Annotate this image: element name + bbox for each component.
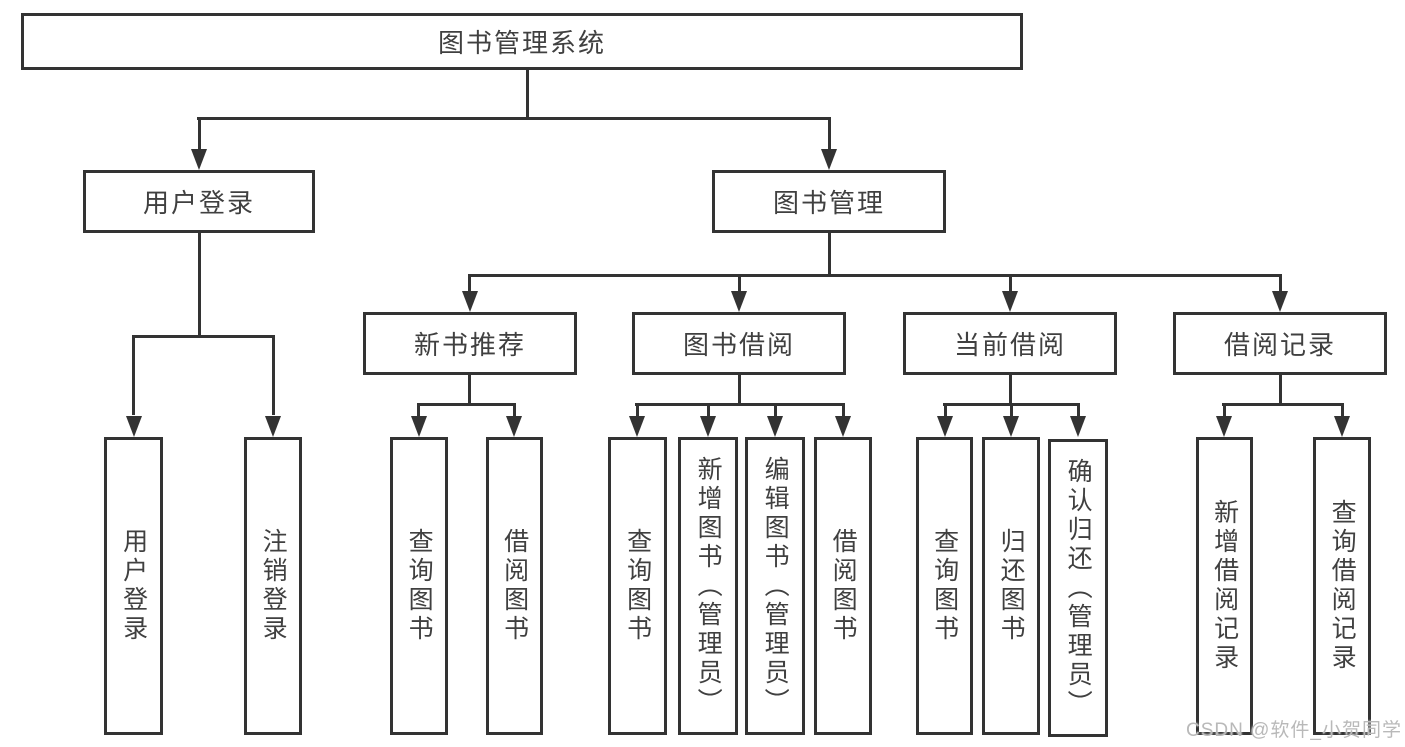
connector-br-query-drop: [1341, 403, 1344, 417]
connector-borrow-records-stem: [1279, 375, 1282, 404]
leaf-bb-add-book: 新增图书（管理员）: [678, 437, 738, 735]
arrowhead-rec-query: [411, 416, 427, 437]
node-book-borrow: 图书借阅: [632, 312, 846, 375]
node-root-label: 图书管理系统: [437, 28, 606, 58]
connector-new-book-rec-drop: [468, 274, 471, 292]
leaf-cb-confirm-return: 确认归还（管理员）: [1048, 439, 1108, 737]
connector-new-book-rec-stem: [468, 375, 471, 404]
leaf-bb-edit-book: 编辑图书（管理员）: [745, 437, 805, 735]
arrowhead-book-borrow: [731, 291, 747, 312]
leaf-rec-borrow-book-label: 借阅图书: [500, 528, 529, 644]
leaf-cb-query-book: 查询图书: [916, 437, 973, 735]
connector-book-borrow-drop: [738, 274, 741, 292]
connector-current-borrow-stem: [1009, 375, 1012, 404]
csdn-watermark: CSDN @软件_小贺同学: [1186, 720, 1402, 741]
leaf-rec-query-book: 查询图书: [390, 437, 448, 735]
node-root: 图书管理系统: [21, 13, 1023, 70]
connector-rec-query-drop: [417, 403, 420, 417]
leaf-logout: 注销登录: [244, 437, 302, 735]
arrowhead-leaf-user-login: [126, 416, 142, 437]
arrowhead-bb-add: [700, 416, 716, 437]
node-current-borrow: 当前借阅: [903, 312, 1117, 375]
connector-root-stem: [526, 70, 529, 118]
connector-level2-rail: [197, 117, 831, 120]
node-user-login-label: 用户登录: [142, 188, 255, 218]
leaf-br-query-record-label: 查询借阅记录: [1328, 499, 1357, 673]
connector-borrow-records-rail: [1222, 403, 1344, 406]
arrowhead-borrow-records: [1272, 291, 1288, 312]
arrowhead-cb-query: [937, 416, 953, 437]
connector-rec-borrow-drop: [513, 403, 516, 417]
arrowhead-br-add: [1216, 416, 1232, 437]
arrowhead-leaf-logout: [265, 416, 281, 437]
leaf-br-query-record: 查询借阅记录: [1313, 437, 1371, 735]
leaf-bb-borrow-book-label: 借阅图书: [829, 528, 858, 644]
connector-user-login-drop: [198, 118, 201, 150]
arrowhead-new-book-rec: [462, 291, 478, 312]
leaf-cb-query-book-label: 查询图书: [930, 528, 959, 644]
connector-cb-return-drop: [1010, 403, 1013, 417]
connector-bb-query-drop: [636, 403, 639, 417]
node-new-book-rec: 新书推荐: [363, 312, 577, 375]
node-book-mgmt: 图书管理: [712, 170, 946, 233]
connector-borrow-records-drop: [1279, 274, 1282, 292]
leaf-cb-return-book: 归还图书: [982, 437, 1040, 735]
node-current-borrow-label: 当前借阅: [953, 330, 1066, 360]
connector-br-add-drop: [1223, 403, 1226, 417]
leaf-user-login-label: 用户登录: [119, 528, 148, 644]
connector-user-login-rail: [132, 335, 275, 338]
arrowhead-bb-query: [629, 416, 645, 437]
connector-leaf-user-login-drop: [132, 335, 135, 415]
node-new-book-rec-label: 新书推荐: [413, 330, 526, 360]
arrowhead-cb-confirm: [1070, 416, 1086, 437]
leaf-bb-edit-book-label: 编辑图书（管理员）: [761, 455, 790, 717]
node-book-borrow-label: 图书借阅: [682, 330, 795, 360]
node-borrow-records: 借阅记录: [1173, 312, 1387, 375]
connector-current-borrow-drop: [1009, 274, 1012, 292]
connector-book-borrow-rail: [635, 403, 845, 406]
leaf-bb-add-book-label: 新增图书（管理员）: [694, 455, 723, 717]
connector-book-mgmt-drop: [828, 118, 831, 150]
leaf-rec-borrow-book: 借阅图书: [486, 437, 543, 735]
node-book-mgmt-label: 图书管理: [772, 188, 885, 218]
leaf-bb-query-book: 查询图书: [608, 437, 667, 735]
arrowhead-book-mgmt: [821, 149, 837, 170]
connector-leaf-logout-drop: [272, 335, 275, 415]
connector-book-mgmt-stem: [828, 233, 831, 274]
connector-level3-rail: [468, 274, 1282, 277]
connector-book-borrow-stem: [738, 375, 741, 404]
node-borrow-records-label: 借阅记录: [1223, 330, 1336, 360]
connector-new-book-rec-rail: [417, 403, 516, 406]
leaf-user-login: 用户登录: [104, 437, 163, 735]
arrowhead-bb-borrow: [835, 416, 851, 437]
arrowhead-bb-edit: [767, 416, 783, 437]
connector-bb-borrow-drop: [842, 403, 845, 417]
leaf-logout-label: 注销登录: [259, 528, 288, 644]
arrowhead-user-login: [191, 149, 207, 170]
connector-cb-confirm-drop: [1077, 403, 1080, 417]
connector-bb-add-drop: [707, 403, 710, 417]
connector-bb-edit-drop: [774, 403, 777, 417]
leaf-bb-query-book-label: 查询图书: [623, 528, 652, 644]
leaf-bb-borrow-book: 借阅图书: [814, 437, 872, 735]
connector-cb-query-drop: [944, 403, 947, 417]
connector-user-login-stem: [198, 233, 201, 335]
arrowhead-br-query: [1334, 416, 1350, 437]
node-user-login: 用户登录: [83, 170, 315, 233]
arrowhead-cb-return: [1003, 416, 1019, 437]
leaf-cb-confirm-return-label: 确认归还（管理员）: [1064, 457, 1093, 719]
arrowhead-current-borrow: [1002, 291, 1018, 312]
leaf-br-add-record-label: 新增借阅记录: [1210, 499, 1239, 673]
leaf-cb-return-book-label: 归还图书: [997, 528, 1026, 644]
leaf-br-add-record: 新增借阅记录: [1196, 437, 1253, 735]
leaf-rec-query-book-label: 查询图书: [405, 528, 434, 644]
arrowhead-rec-borrow: [506, 416, 522, 437]
